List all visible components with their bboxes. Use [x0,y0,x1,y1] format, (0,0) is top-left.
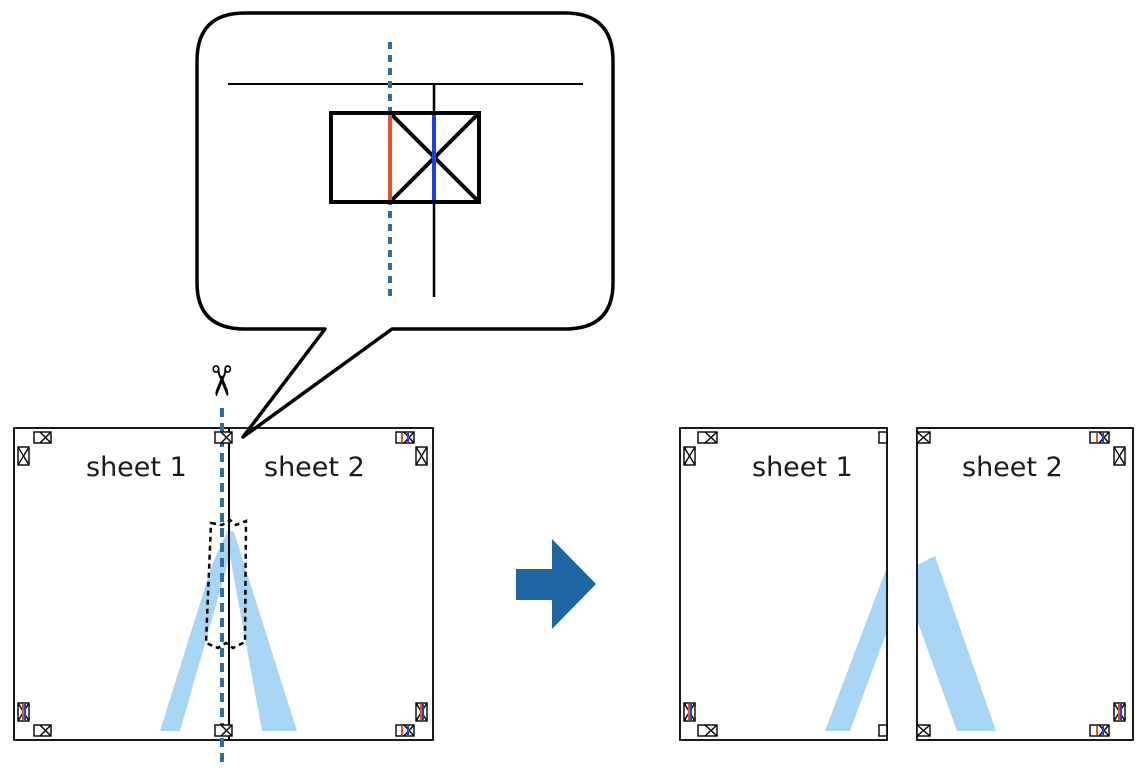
alignment-mark-icon [1113,702,1126,722]
sheet-2-separated-label: sheet 2 [962,452,1063,483]
shape-fill-sheet1-after [825,567,887,731]
sheet-1-label: sheet 1 [86,452,187,483]
before-cut-group: sheet 1 sheet 2 ✂ [13,363,434,768]
alignment-mark-icon [17,702,30,722]
sheet-1-separated-outline [679,427,888,741]
alignment-mark-icon [878,724,888,737]
alignment-mark-icon [1113,446,1126,466]
alignment-mark-icon [697,431,718,444]
alignment-mark-icon [33,431,52,444]
zoom-callout [195,11,615,439]
shape-fill-left [160,530,230,731]
alignment-marks-after [683,431,1126,737]
alignment-mark-icon [33,724,52,737]
callout-bubble [195,11,615,439]
alignment-mark-icon [395,724,415,737]
alignment-mark-icon [17,446,30,466]
alignment-mark-icon [415,446,428,466]
shape-fill-sheet2-after [917,556,996,731]
sheet-2-outline [228,427,434,741]
after-cut-group: sheet 1 sheet 2 [679,427,1134,741]
right-arrow-icon [516,539,596,629]
alignment-mark-icon [395,431,415,444]
alignment-mark-icon [697,724,718,737]
sheet-2-label: sheet 2 [264,452,365,483]
sheet-1-separated-label: sheet 1 [752,452,853,483]
alignment-mark-icon [415,702,428,722]
alignment-mark-icon [878,431,888,444]
callout-alignment-mark [329,111,481,204]
alignment-mark-icon [214,431,233,444]
alignment-mark-icon [916,431,931,444]
alignment-mark-icon [1089,724,1110,737]
alignment-marks-before [17,431,428,737]
alignment-mark-icon [683,446,696,466]
alignment-mark-icon [1089,431,1110,444]
alignment-mark-icon [214,724,233,737]
sheet-2-separated-outline [916,427,1134,741]
svg-text:✂: ✂ [197,363,246,398]
scissors-icon: ✂ [197,363,246,398]
shape-fill-right [228,530,297,731]
alignment-mark-icon [683,702,696,722]
alignment-mark-icon [916,724,931,737]
